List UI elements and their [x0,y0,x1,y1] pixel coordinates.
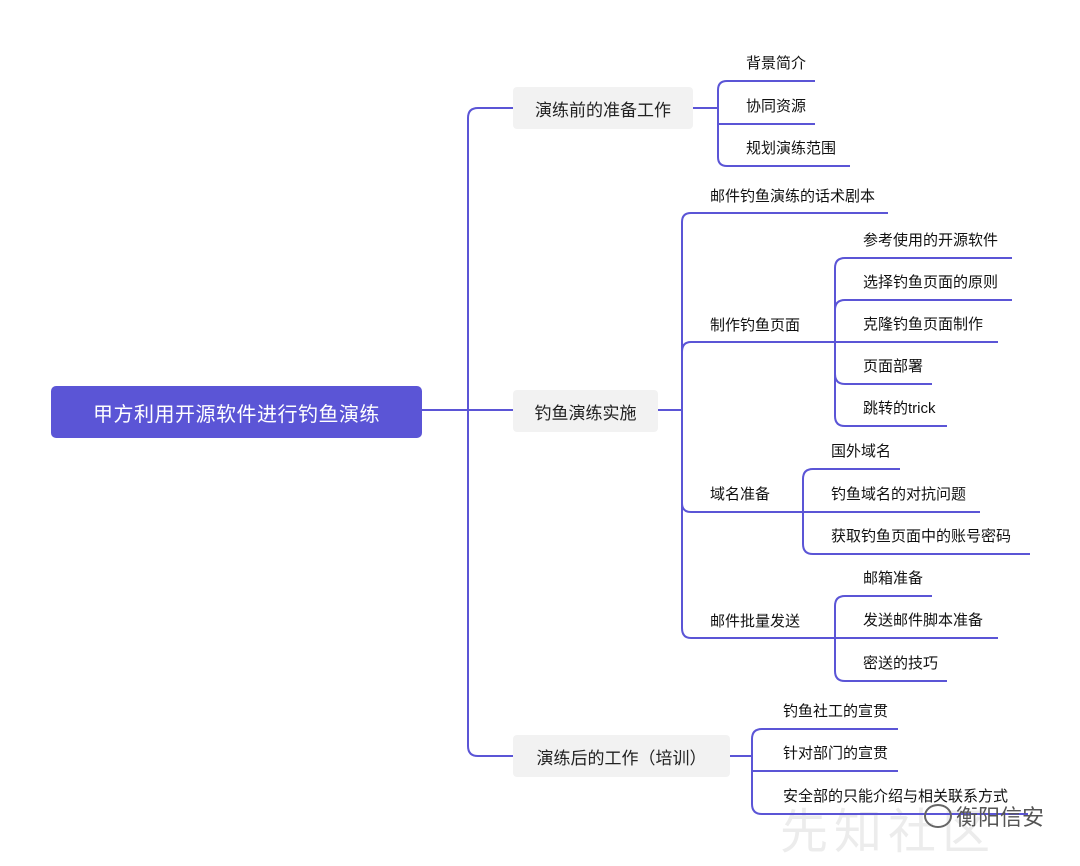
leaf-deploy[interactable]: 页面部署 [863,358,924,375]
branch-node-implementation[interactable]: 钓鱼演练实施 [513,390,658,432]
leaf-background[interactable]: 背景简介 [746,55,807,72]
leaf-department-awareness[interactable]: 针对部门的宣贯 [783,745,889,762]
subnode-mass-mail[interactable]: 邮件批量发送 [710,613,801,630]
leaf-coordination[interactable]: 协同资源 [746,98,807,115]
wechat-icon [923,804,952,828]
leaf-foreign-domain[interactable]: 国外域名 [831,443,892,460]
branch-node-post-drill[interactable]: 演练后的工作（培训） [513,735,730,777]
leaf-credentials[interactable]: 获取钓鱼页面中的账号密码 [831,528,1012,545]
leaf-mailbox[interactable]: 邮箱准备 [863,570,924,587]
leaf-security-contact[interactable]: 安全部的只能介绍与相关联系方式 [783,788,1009,805]
watermark-label: 衡阳信安 [955,805,1044,830]
leaf-domain-countermeasure[interactable]: 钓鱼域名的对抗问题 [831,486,967,503]
subnode-make-pages[interactable]: 制作钓鱼页面 [710,317,801,334]
subnode-domain[interactable]: 域名准备 [710,486,771,503]
subnode-script[interactable]: 邮件钓鱼演练的话术剧本 [710,188,876,205]
leaf-opensource-ref[interactable]: 参考使用的开源软件 [863,232,999,249]
leaf-social-engineering-awareness[interactable]: 钓鱼社工的宣贯 [783,703,889,720]
leaf-redirect-trick[interactable]: 跳转的trick [863,400,936,417]
leaf-mail-script[interactable]: 发送邮件脚本准备 [863,612,984,629]
leaf-page-principles[interactable]: 选择钓鱼页面的原则 [863,274,999,291]
watermark: 衡阳信安 [923,800,1044,832]
root-node[interactable]: 甲方利用开源软件进行钓鱼演练 [51,386,422,438]
branch-node-preparation[interactable]: 演练前的准备工作 [513,87,693,129]
leaf-clone-page[interactable]: 克隆钓鱼页面制作 [863,316,984,333]
leaf-scope[interactable]: 规划演练范围 [746,140,837,157]
leaf-bcc-tips[interactable]: 密送的技巧 [863,655,939,672]
